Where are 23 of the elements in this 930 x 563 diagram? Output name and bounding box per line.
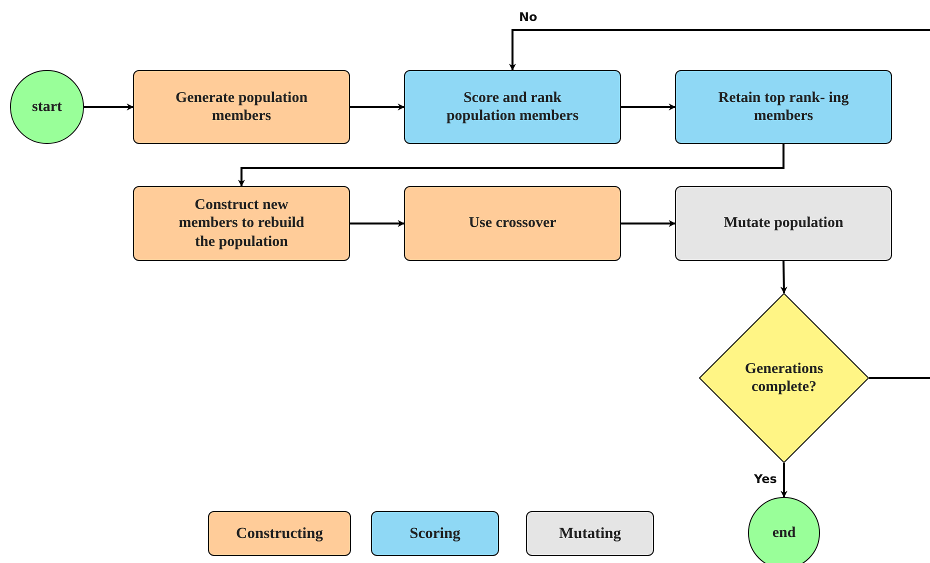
process-box: Retain top rank- ing members [675, 70, 892, 144]
legend-swatch: Mutating [526, 511, 654, 556]
arrow [238, 144, 784, 187]
process-box: Score and rank population members [404, 70, 621, 144]
edge-label: Yes [753, 472, 778, 486]
terminal-circle: end [748, 497, 820, 563]
process-box: Use crossover [404, 186, 621, 261]
arrow [621, 220, 676, 227]
process-box: Construct new members to rebuild the population [133, 186, 350, 261]
edge-label: No [518, 10, 538, 24]
arrow [780, 463, 788, 498]
terminal-circle: start [10, 70, 84, 144]
process-box: Generate population members [133, 70, 350, 144]
process-box: Mutate population [675, 186, 892, 261]
decision-diamond: Generations complete? [699, 293, 869, 463]
legend-swatch: Constructing [208, 511, 351, 556]
arrow [509, 29, 930, 379]
arrow [621, 104, 676, 110]
arrow [84, 104, 134, 110]
legend-swatch: Scoring [371, 511, 499, 556]
arrow [350, 104, 405, 110]
arrow [350, 220, 405, 227]
arrow [780, 260, 788, 294]
